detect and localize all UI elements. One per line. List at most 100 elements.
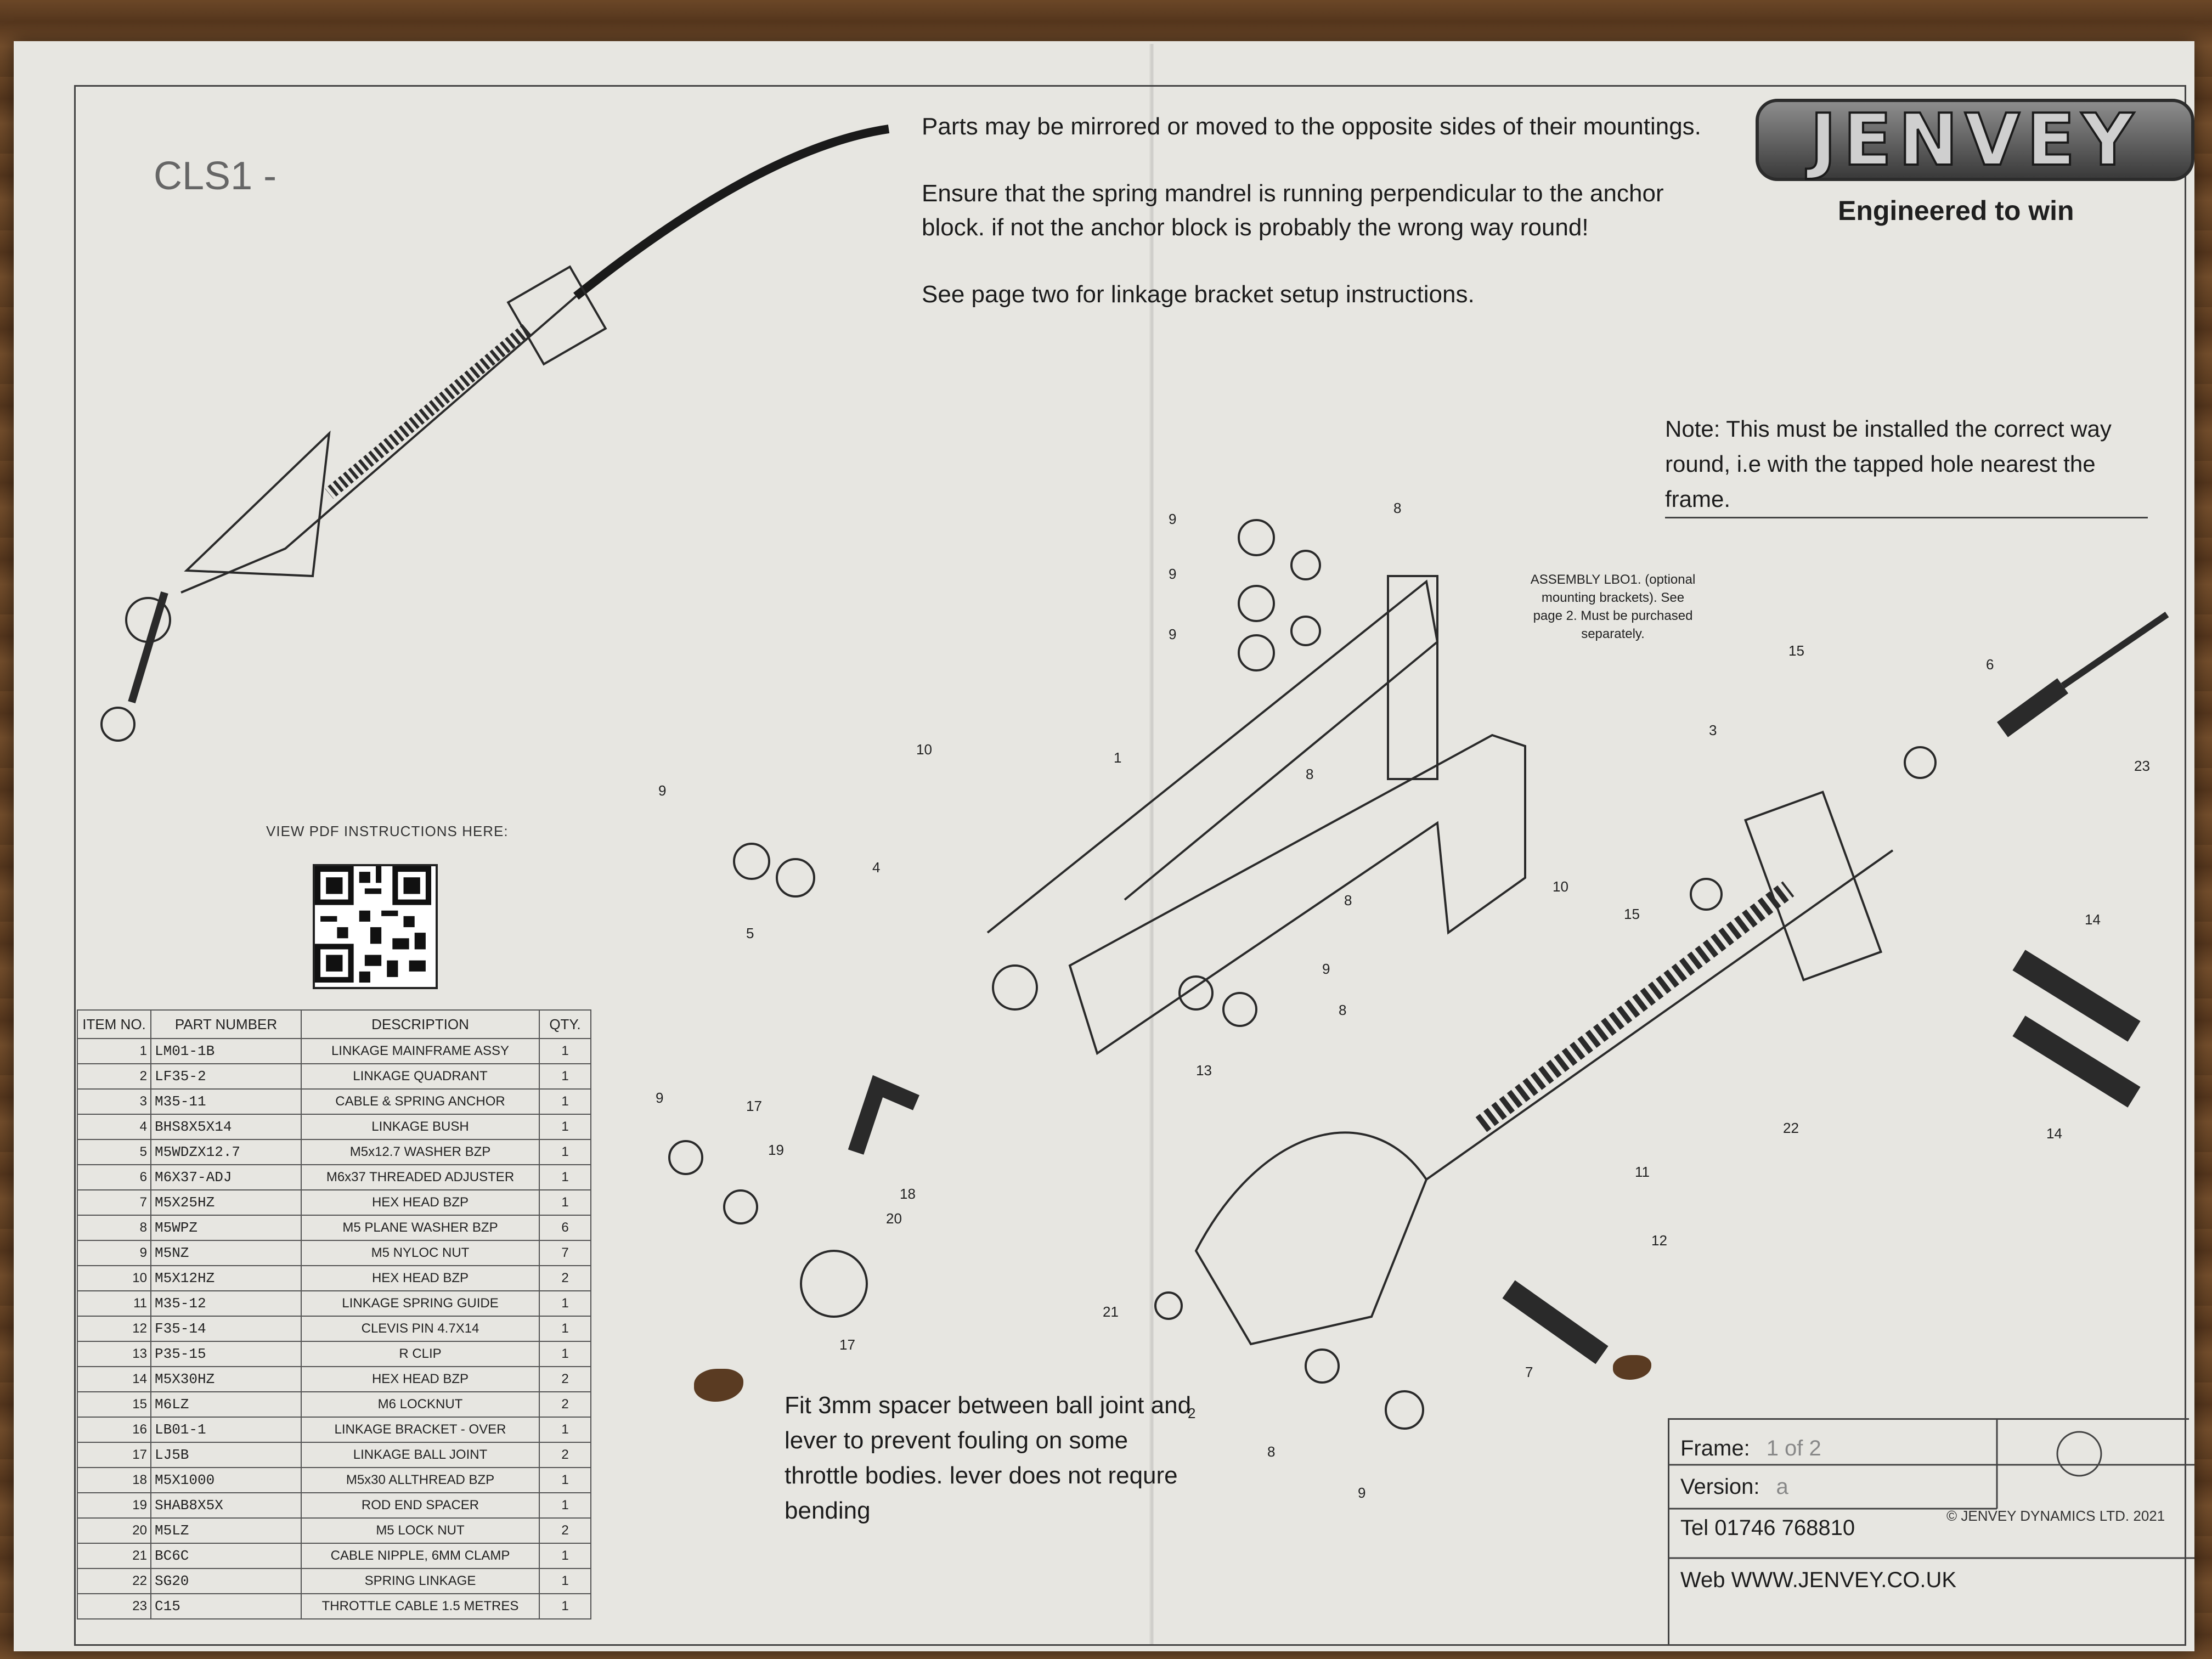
bom-qty: 1	[539, 1316, 591, 1342]
bom-qty: 2	[539, 1265, 591, 1291]
bom-item-no: 7	[77, 1189, 151, 1216]
nylock-nut	[1238, 519, 1275, 556]
qr-code[interactable]	[313, 864, 438, 989]
threaded-adjuster	[1997, 678, 2068, 737]
bom-part-number: BHS8X5X14	[150, 1114, 302, 1140]
bom-item-no: 5	[77, 1139, 151, 1165]
assembly-note: ASSEMBLY LBO1. (optional mounting bracke…	[1530, 572, 1696, 641]
quadrant-sketch	[184, 430, 331, 578]
nylock-nut	[1222, 992, 1257, 1027]
bom-qty: 6	[539, 1215, 591, 1241]
bom-part-number: BC6C	[150, 1543, 302, 1569]
tel-row: Tel 01746 768810	[1680, 1516, 1855, 1540]
bom-header-qty: QTY.	[539, 1009, 591, 1039]
nylock-nut	[1238, 585, 1275, 622]
bom-qty: 1	[539, 1492, 591, 1519]
ball-joint-ball	[800, 1250, 868, 1318]
rod-end-sketch	[128, 591, 168, 704]
bom-part-number: LB01-1	[150, 1417, 302, 1443]
bom-part-number: M5LZ	[150, 1517, 302, 1544]
bom-part-number: M5X12HZ	[150, 1265, 302, 1291]
washer	[1305, 1348, 1340, 1384]
bom-part-number: SHAB8X5X	[150, 1492, 302, 1519]
bom-part-number: F35-14	[150, 1316, 302, 1342]
bom-part-number: P35-15	[150, 1341, 302, 1367]
bom-description: M5x12.7 WASHER BZP	[301, 1139, 540, 1165]
bom-part-number: LF35-2	[150, 1063, 302, 1090]
callout-label: 8	[1306, 766, 1313, 782]
version-value: a	[1776, 1475, 1788, 1499]
bom-part-number: M5NZ	[150, 1240, 302, 1266]
bom-item-no: 6	[77, 1164, 151, 1190]
cable-guide	[180, 295, 577, 594]
callout-label: 15	[1624, 906, 1640, 922]
bom-header-description: DESCRIPTION	[301, 1009, 540, 1039]
bom-item-no: 8	[77, 1215, 151, 1241]
bom-item-no: 10	[77, 1265, 151, 1291]
frame-row: Frame:1 of 2	[1680, 1436, 1821, 1461]
callout-label: 18	[900, 1186, 916, 1202]
callout-label: 21	[1103, 1304, 1119, 1320]
callout-label: 10	[916, 741, 932, 758]
bom-qty: 1	[539, 1164, 591, 1190]
throttle-cable	[573, 125, 890, 300]
bom-qty: 1	[539, 1038, 591, 1064]
bom-description: LINKAGE BUSH	[301, 1114, 540, 1140]
bom-qty: 2	[539, 1517, 591, 1544]
bom-part-number: M35-11	[150, 1088, 302, 1115]
bom-description: SPRING LINKAGE	[301, 1568, 540, 1594]
bom-item-no: 11	[77, 1290, 151, 1317]
callout-label: 9	[1358, 1485, 1365, 1501]
cable-end	[2061, 612, 2169, 689]
bom-description: M6 LOCKNUT	[301, 1391, 540, 1418]
frame-label: Frame:	[1680, 1436, 1750, 1460]
bom-description: LINKAGE SPRING GUIDE	[301, 1290, 540, 1317]
callout-label: 8	[1393, 500, 1401, 516]
hex-bolt-14a	[2012, 950, 2141, 1042]
nylock-nut	[733, 843, 770, 880]
spacer	[723, 1189, 758, 1224]
washer	[1178, 975, 1214, 1011]
bom-part-number: M5WPZ	[150, 1215, 302, 1241]
quadrant-lever	[1194, 1131, 1428, 1346]
bom-description: ROD END SPACER	[301, 1492, 540, 1519]
callout-label: 13	[1196, 1062, 1212, 1079]
nylock-nut	[1385, 1390, 1424, 1430]
spring-guide	[1425, 849, 1894, 1181]
bom-item-no: 4	[77, 1114, 151, 1140]
hex-bolt-14b	[2012, 1015, 2141, 1108]
bracket-lbo1	[1068, 733, 1526, 1056]
nylock-nut	[1238, 634, 1275, 672]
instruction-mirror: Parts may be mirrored or moved to the op…	[922, 113, 1701, 140]
callout-label: 22	[1783, 1120, 1799, 1136]
cable-nipple	[1154, 1291, 1183, 1320]
callout-label: 14	[2046, 1125, 2062, 1142]
mainframe-plate	[1387, 575, 1438, 780]
bom-part-number: M5X1000	[150, 1467, 302, 1493]
bom-description: LINKAGE QUADRANT	[301, 1063, 540, 1090]
washer	[1290, 550, 1321, 580]
bom-item-no: 15	[77, 1391, 151, 1418]
bom-description: HEX HEAD BZP	[301, 1366, 540, 1392]
bom-item-no: 17	[77, 1442, 151, 1468]
callout-label: 8	[1339, 1002, 1346, 1018]
copyright: © JENVEY DYNAMICS LTD. 2021	[1946, 1508, 2165, 1524]
bom-header-row: ITEM NO. PART NUMBER DESCRIPTION QTY.	[77, 1009, 591, 1039]
bom-item-no: 19	[77, 1492, 151, 1519]
spring-sketch	[325, 324, 531, 499]
callout-label: 1	[1114, 749, 1121, 766]
callout-label: 2	[1188, 1405, 1195, 1421]
bom-description: M5 PLANE WASHER BZP	[301, 1215, 540, 1241]
bom-item-no: 21	[77, 1543, 151, 1569]
bom-description: HEX HEAD BZP	[301, 1265, 540, 1291]
